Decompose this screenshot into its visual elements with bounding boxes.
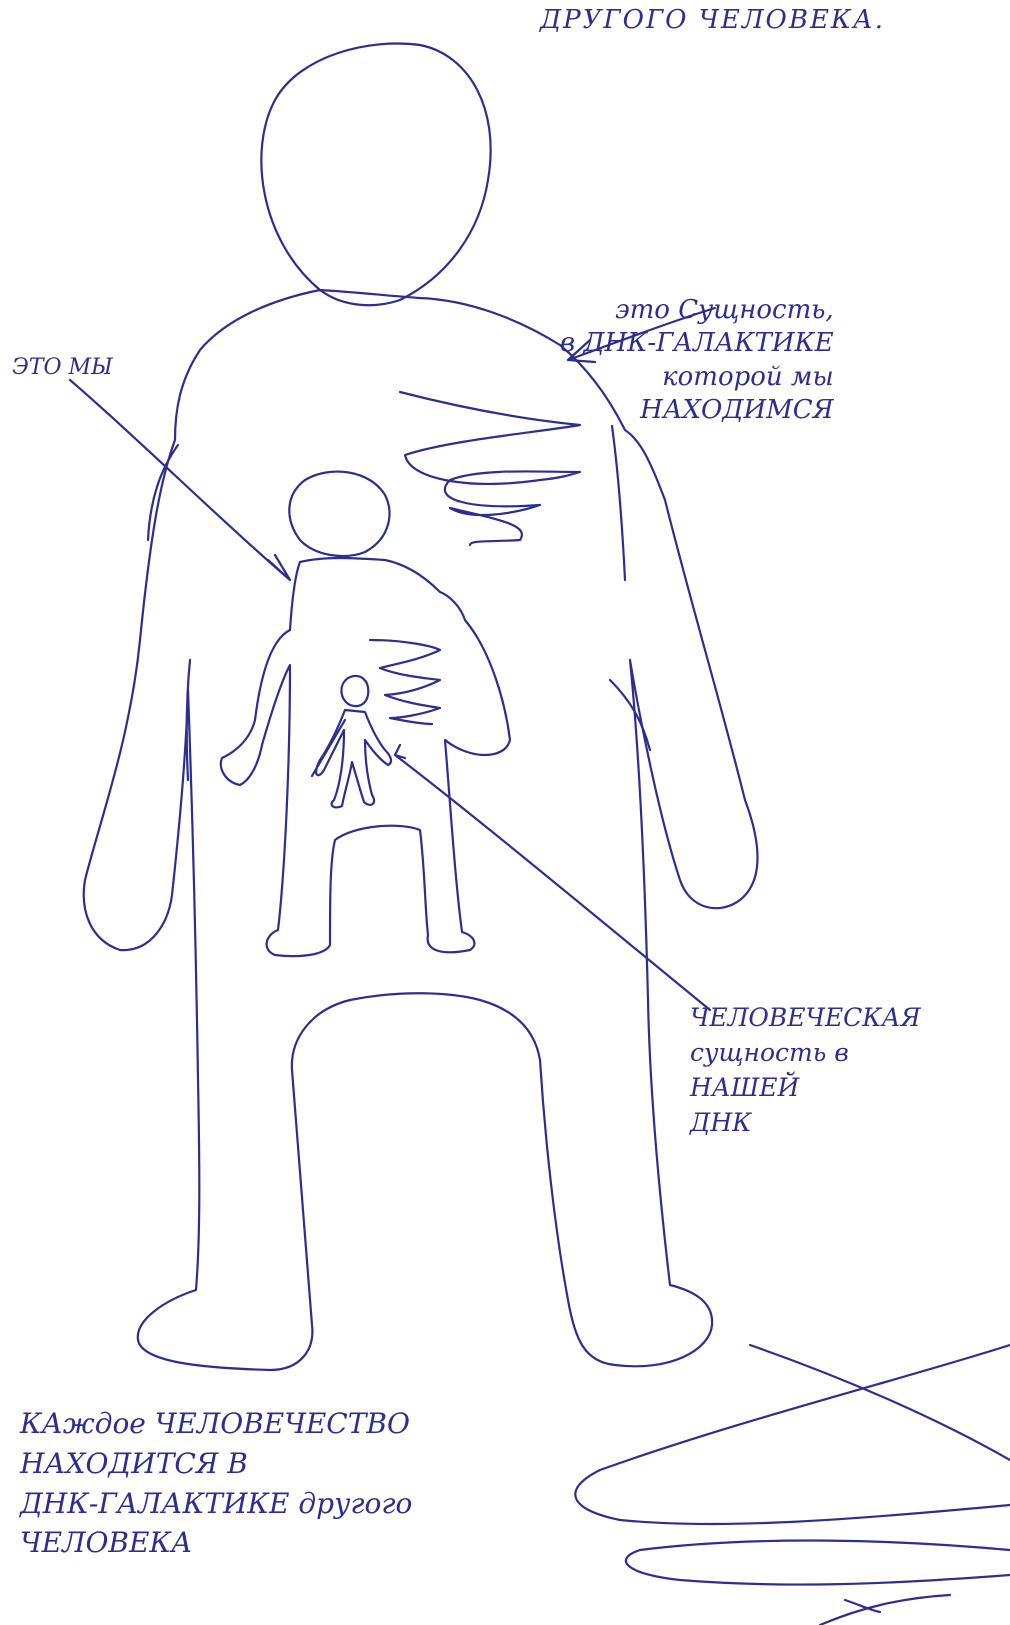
bottom-caption-line1: КАждое ЧЕЛОВЕЧЕСТВО <box>20 1404 412 1444</box>
label-entity-line2: в ДНК-ГАЛАКТИКЕ <box>560 327 834 360</box>
top-cut-off-text: ДРУГОГО ЧЕЛОВЕКА. <box>540 4 885 37</box>
bottom-caption-line2: НАХОДИТСЯ В <box>20 1444 412 1484</box>
bottom-caption-line3: ДНК-ГАЛАКТИКЕ другого <box>20 1484 412 1524</box>
small-figure-dna-zigzag <box>370 640 440 724</box>
label-human-entity: ЧЕЛОВЕЧЕСКАЯ сущность в НАШЕЙ ДНК <box>690 1000 921 1140</box>
label-human-entity-line2: сущность в <box>690 1035 921 1070</box>
label-human-entity-line1: ЧЕЛОВЕЧЕСКАЯ <box>690 1000 921 1035</box>
tiny-figure-staff <box>312 720 345 776</box>
label-human-entity-line3: НАШЕЙ <box>690 1070 921 1105</box>
small-figure-head <box>289 472 389 556</box>
bottom-right-scribble <box>575 1345 1010 1625</box>
arrow-we <box>70 380 290 580</box>
large-figure-head <box>261 43 490 305</box>
label-entity-line4: НАХОДИМСЯ <box>560 394 834 427</box>
tiny-figure-outline <box>316 676 391 807</box>
bottom-caption-line4: ЧЕЛОВЕКА <box>20 1523 412 1563</box>
label-entity-line1: это Сущность, <box>560 294 834 327</box>
label-we: ЭТО МЫ <box>12 354 113 382</box>
large-figure-right-arm-line <box>612 426 625 580</box>
bottom-caption: КАждое ЧЕЛОВЕЧЕСТВО НАХОДИТСЯ В ДНК-ГАЛА… <box>20 1404 412 1563</box>
large-figure-dna-zigzag <box>400 392 580 545</box>
label-human-entity-line4: ДНК <box>690 1105 921 1140</box>
label-entity: это Сущность, в ДНК-ГАЛАКТИКЕ которой мы… <box>560 294 834 427</box>
arrow-human-entity <box>395 745 710 1010</box>
large-figure-left-arm-line <box>148 445 178 540</box>
label-entity-line3: которой мы <box>560 361 834 394</box>
